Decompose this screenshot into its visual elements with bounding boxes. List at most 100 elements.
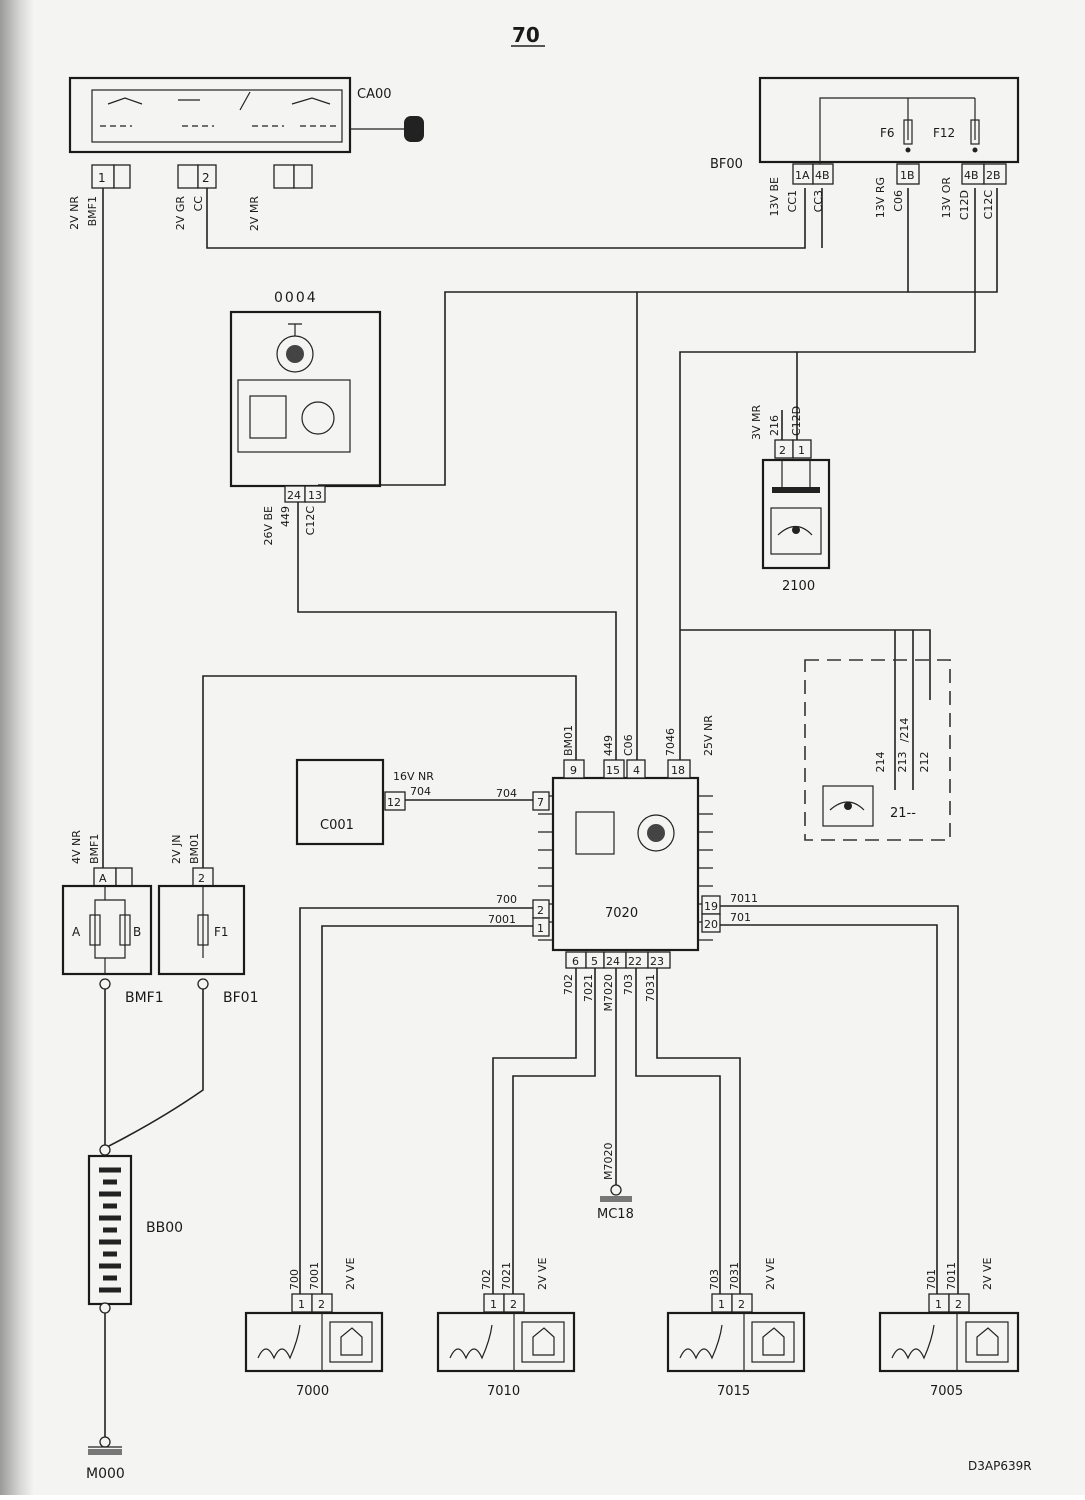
switch-2100-pin-2: 2 [779,444,786,457]
sensor-7015: 1 2 703 7031 2V VE 7015 [666,1257,806,1399]
bf01-code: 2V JN [170,835,183,865]
sensor-7010-wire-702: 702 [480,1269,493,1290]
ground-m7020-label: M7020 [602,1143,615,1181]
wire-c12d [796,188,976,440]
sensor-7010: 1 2 702 7021 2V VE 7010 [436,1257,576,1399]
wire-cc [206,188,806,249]
unit-7020-wire-704: 704 [496,787,517,800]
fuse-f6-label: F6 [880,126,895,140]
unit-7020: 7020 9 15 4 18 BM01 449 C06 7046 25V NR … [488,715,758,1012]
unit-7020-pin-22: 22 [628,955,642,968]
key-icon [404,116,424,142]
bf01-fuse-f1: F1 [214,925,229,939]
bmf1-fuse-b: B [133,925,141,939]
bf00-wire-cc1: CC1 [786,190,799,212]
unit-0004-label: 0004 [274,290,318,306]
battery-bb00: BB00 [87,1144,183,1314]
switch-2100-pin-1: 1 [798,444,805,457]
unit-c001-wire-704: 704 [410,785,431,798]
bf00-wire-c06: C06 [892,190,905,212]
unit-0004-pin-13: 13 [308,489,322,502]
sensor-7010-pin-2: 2 [510,1298,517,1311]
sensor-7005-wire-701: 701 [925,1269,938,1290]
sensor-7000-wire-700: 700 [288,1269,301,1290]
sensor-7015-label: 7015 [717,1384,750,1399]
unit-c001-label: C001 [320,818,354,833]
dashed-wire-214: 214 [874,752,887,773]
unit-7020-pin-15: 15 [606,764,620,777]
ca00-code-2: 2V GR [174,196,187,231]
unit-c001-pin-12: 12 [387,796,401,809]
sensor-7005-pin-2: 2 [955,1298,962,1311]
bmf1-fuse-a: A [72,925,81,939]
dashed-unit-label: 21-- [890,806,916,821]
ca00-wire-2: CC [192,196,205,212]
unit-7020-pin-6: 6 [572,955,579,968]
dashed-wire-212: 212 [918,752,931,773]
unit-7020-pin-19: 19 [704,900,718,913]
ground-m000: M000 [86,1436,125,1482]
bf00-pin-1b: 1B [900,169,915,182]
switch-2100-wire-c12d: C12D [790,406,803,436]
wire-702 [492,968,577,1294]
wire-7021 [512,968,596,1294]
sensor-7015-wire-703: 703 [708,1269,721,1290]
switch-2100: 2 1 3V MR 216 C12D 2100 [750,404,831,594]
unit-7020-pin-18: 18 [671,764,685,777]
unit-7020-label: 7020 [605,906,638,921]
ground-mc18-label: MC18 [597,1207,634,1222]
page-number: 70 [512,23,540,47]
unit-0004: 0004 24 13 26V BE 449 C12C [229,290,382,546]
wire-bm01 [202,675,577,868]
ca00-code-3: 2V MR [248,196,261,232]
unit-0004-code: 26V BE [262,506,275,546]
bmf1-fuse-box: A 4V NR BMF1 A B BMF1 [61,830,164,1006]
sensor-7000-body: 1 2 700 7001 2V VE 7000 [244,1257,384,1399]
unit-7020-code-top: 25V NR [702,715,715,756]
bf01-fuse-box: 2 2V JN BM01 F1 BF01 [157,833,258,1006]
bf00-code-b: 13V RG [874,177,887,218]
sensor-7000-label: 7000 [296,1384,329,1399]
ground-mc18: M7020 MC18 [597,1143,634,1223]
unit-c001-code: 16V NR [393,770,434,783]
unit-7020-wire-449: 449 [602,735,615,756]
ca00-pin-2: 2 [202,171,210,185]
sensor-7005-pin-1: 1 [935,1298,942,1311]
sensor-7015-code: 2V VE [764,1257,777,1290]
sensor-7000-wire-7001: 7001 [308,1262,321,1290]
wire-7031 [656,968,741,1294]
ca00-pin-1: 1 [98,171,106,185]
bf00-pin-2b: 2B [986,169,1001,182]
bf00-pin-1a: 1A [795,169,810,182]
sensor-7010-wire-7021: 7021 [500,1262,513,1290]
unit-7020-wire-702: 702 [562,974,575,995]
sensor-7010-pin-1: 1 [490,1298,497,1311]
unit-7020-wire-m7020: M7020 [602,974,615,1012]
unit-7020-pin-9: 9 [570,764,577,777]
wire-7046 [679,351,797,760]
bf00-code-a: 13V BE [768,177,781,217]
sensor-7005-wire-7011: 7011 [945,1262,958,1290]
bmf1-wire: BMF1 [88,834,101,864]
fuse-f12-label: F12 [933,126,955,140]
unit-7020-wire-7011: 7011 [730,892,758,905]
ca00-connectors: 1 2 2V NR BMF1 2V GR CC 2V MR [68,164,313,232]
unit-7020-wire-7001: 7001 [488,913,516,926]
sensor-7010-label: 7010 [487,1384,520,1399]
battery-label: BB00 [146,1220,183,1236]
unit-0004-wire-c12c: C12C [304,506,317,536]
sensor-7005: 1 2 701 7011 2V VE 7005 [878,1257,1020,1399]
ca00-ignition-switch: CA00 [68,76,424,154]
unit-7020-wire-bm01: BM01 [562,725,575,756]
unit-7020-pin-20: 20 [704,918,718,931]
bf00-pin-4b-a: 4B [815,169,830,182]
sensor-7000-code-2: 2V VE [344,1257,357,1290]
switch-2100-label: 2100 [782,579,815,594]
unit-0004-pin-24: 24 [287,489,301,502]
unit-7020-wire-7021: 7021 [582,974,595,1002]
wire-c12c [908,188,998,293]
unit-7020-pin-2: 2 [537,904,544,917]
unit-7020-pin-7: 7 [537,796,544,809]
wire-701 [718,924,938,1294]
wire-7001 [321,925,533,1294]
